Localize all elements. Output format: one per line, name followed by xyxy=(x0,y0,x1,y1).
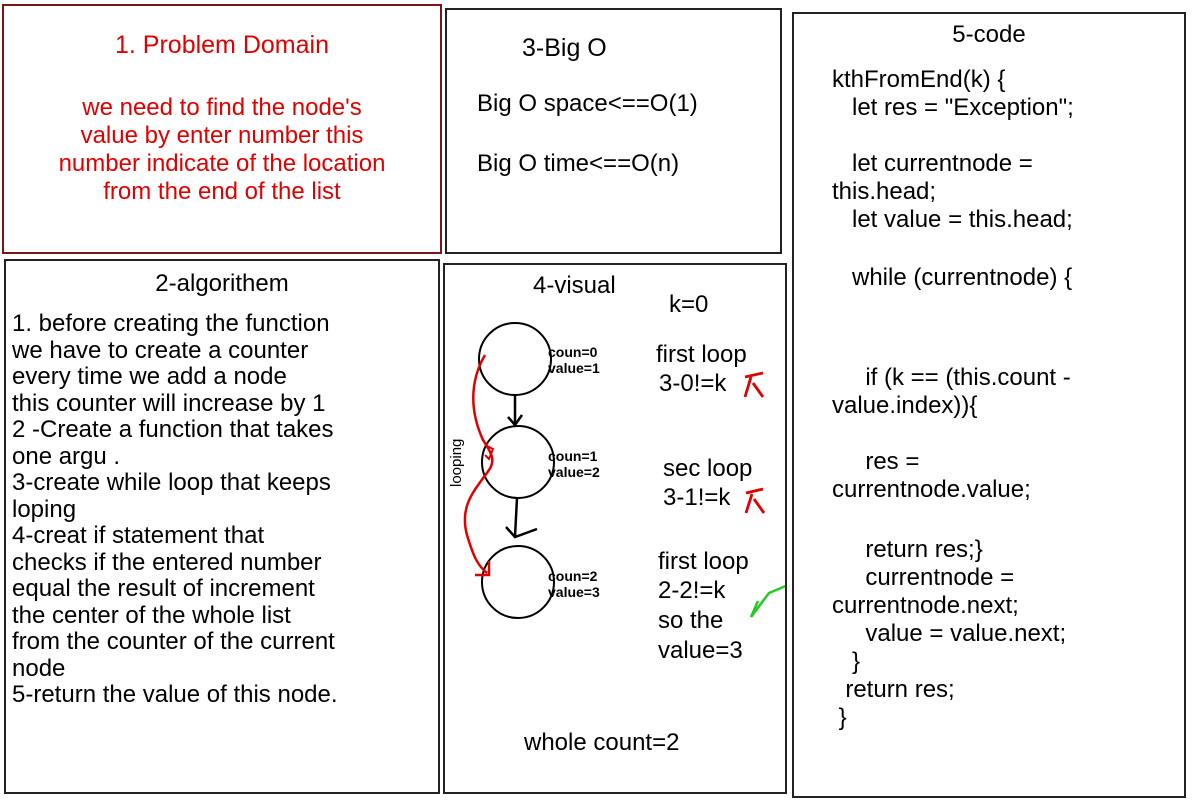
whole-count-label: whole count=2 xyxy=(523,729,679,756)
code-title: 5-code xyxy=(952,21,1026,48)
problem-domain-title: 1. Problem Domain xyxy=(115,31,329,59)
code-line: currentnode.value; xyxy=(832,476,1031,503)
algorithm-line: node xyxy=(12,654,66,682)
code-line: } xyxy=(832,648,861,675)
check-mark xyxy=(749,584,785,618)
problem-domain-panel: 1. Problem Domain we need to find the no… xyxy=(2,4,442,254)
algorithm-line: 4-creat if statement that xyxy=(12,522,265,549)
code-line: res = xyxy=(832,448,920,475)
code-line: currentnode.next; xyxy=(832,592,1019,619)
algorithm-panel: 2-algorithem 1. before creating the func… xyxy=(4,259,440,794)
next-arrow-head-0 xyxy=(507,414,524,428)
loop-note-line: 3-1!=k xyxy=(663,484,731,511)
loop-note-line: first loop xyxy=(656,341,747,368)
loop-note-line: value=3 xyxy=(658,637,743,664)
node-coun-label: coun=1 xyxy=(548,448,598,464)
code-line: currentnode = xyxy=(832,564,1015,591)
loop-note-line: so the xyxy=(658,607,723,634)
algorithm-line: the center of the whole list xyxy=(12,601,291,629)
node-value-label: value=1 xyxy=(548,360,600,376)
node-circle-2 xyxy=(481,545,555,619)
big-o-panel: 3-Big O Big O space<==O(1) Big O time<==… xyxy=(445,8,782,254)
node-circle-1 xyxy=(481,425,555,499)
node-circle-0 xyxy=(478,322,552,396)
loop-note-line: first loop xyxy=(658,548,749,575)
algorithm-line: from the counter of the current xyxy=(12,628,335,655)
linked-list-diagram: 4-visual k=0 looping coun=0 value=1 coun… xyxy=(448,272,785,756)
loop-note-line: sec loop xyxy=(663,455,752,482)
code-line: let res = "Exception"; xyxy=(832,94,1074,121)
algorithm-line: 3-create while loop that keeps xyxy=(12,469,331,496)
code-line: return res;} xyxy=(832,536,983,563)
cross-mark xyxy=(744,487,766,514)
big-o-space: Big O space<==O(1) xyxy=(477,90,698,117)
algorithm-line: loping xyxy=(12,495,77,523)
looping-arrow xyxy=(463,354,494,574)
code-panel: 5-code kthFromEnd(k) { let res = "Except… xyxy=(792,12,1186,798)
problem-domain-line: value by enter number this xyxy=(80,122,364,149)
algorithm-title: 2-algorithem xyxy=(155,270,289,297)
node-value-label: value=2 xyxy=(548,464,600,480)
algorithm-line: every time we add a node xyxy=(12,363,287,390)
algorithm-line: this counter will increase by 1 xyxy=(12,389,326,417)
problem-domain-line: we need to find the node's xyxy=(82,94,362,121)
code-line: value = value.next; xyxy=(832,620,1067,647)
k-label: k=0 xyxy=(669,291,708,318)
visual-panel: 4-visual k=0 looping coun=0 value=1 coun… xyxy=(443,263,787,794)
node-value-label: value=3 xyxy=(548,584,600,600)
big-o-title: 3-Big O xyxy=(522,34,607,62)
code-line: } xyxy=(832,704,847,731)
node-coun-label: coun=2 xyxy=(548,568,598,584)
code-line: if (k == (this.count - xyxy=(832,364,1071,391)
code-line: while (currentnode) { xyxy=(832,264,1073,291)
algorithm-line: checks if the entered number xyxy=(12,548,322,576)
next-arrow-head-1 xyxy=(505,526,538,539)
problem-domain-line: number indicate of the location xyxy=(58,150,386,177)
looping-label: looping xyxy=(448,439,465,487)
algorithm-line: we have to create a counter xyxy=(12,336,309,364)
next-arrow-1 xyxy=(513,497,519,538)
problem-domain-description: we need to find the node's value by ente… xyxy=(4,94,440,206)
big-o-time: Big O time<==O(n) xyxy=(477,150,680,177)
algorithm-line: 2 -Create a function that takes xyxy=(12,416,334,443)
looping-arrow-mid-head xyxy=(484,444,495,461)
loop-note-line: 3-0!=k xyxy=(659,370,727,397)
algorithm-line: one argu . xyxy=(12,442,121,470)
algorithm-line: 5-return the value of this node. xyxy=(12,681,338,708)
algorithm-line: equal the result of increment xyxy=(12,575,315,602)
algorithm-line: 1. before creating the function xyxy=(12,310,330,337)
code-line: kthFromEnd(k) { xyxy=(832,66,1006,93)
problem-domain-line: from the end of the list xyxy=(103,178,341,205)
visual-title: 4-visual xyxy=(533,272,616,299)
code-line: value.index)){ xyxy=(832,392,978,419)
cross-mark xyxy=(743,371,765,398)
code-line: let currentnode = xyxy=(832,150,1033,177)
code-line: let value = this.head; xyxy=(832,206,1073,233)
node-coun-label: coun=0 xyxy=(548,344,598,360)
looping-arrow-head xyxy=(475,561,491,577)
loop-note-line: 2-2!=k xyxy=(658,577,726,604)
code-line: this.head; xyxy=(832,178,937,205)
code-line: return res; xyxy=(832,676,955,703)
algorithm-steps: 1. before creating the function we have … xyxy=(12,310,338,709)
